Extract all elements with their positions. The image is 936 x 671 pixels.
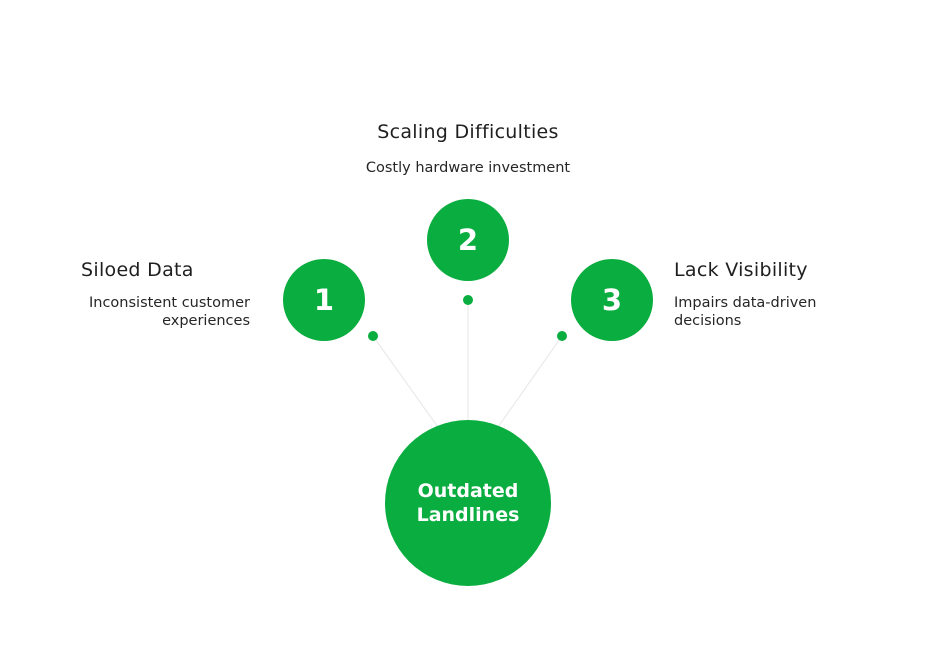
item-2-number: 2: [457, 223, 479, 257]
item-1-title: Siloed Data: [81, 259, 194, 281]
item-2-number-circle: 2: [427, 199, 509, 281]
item-3-connector-dot: [557, 331, 567, 341]
item-2-description: Costly hardware investment: [365, 160, 571, 176]
item-1-number-circle: 1: [283, 259, 365, 341]
center-label: Outdated Landlines: [416, 480, 520, 526]
item-3-number-circle: 3: [571, 259, 653, 341]
item-2-connector-dot: [463, 295, 473, 305]
item-1-number: 1: [313, 283, 335, 317]
item-1-description: Inconsistent customer experiences: [88, 295, 250, 329]
item-1-connector-dot: [368, 331, 378, 341]
item-2-title: Scaling Difficulties: [377, 121, 559, 143]
item-3-number: 3: [601, 283, 623, 317]
connector-line-3: [495, 335, 563, 431]
item-3-title: Lack Visibility: [674, 259, 808, 281]
connector-line-1: [372, 335, 441, 431]
item-3-description: Impairs data-driven decisions: [674, 295, 817, 329]
center-circle: Outdated Landlines: [385, 420, 551, 586]
